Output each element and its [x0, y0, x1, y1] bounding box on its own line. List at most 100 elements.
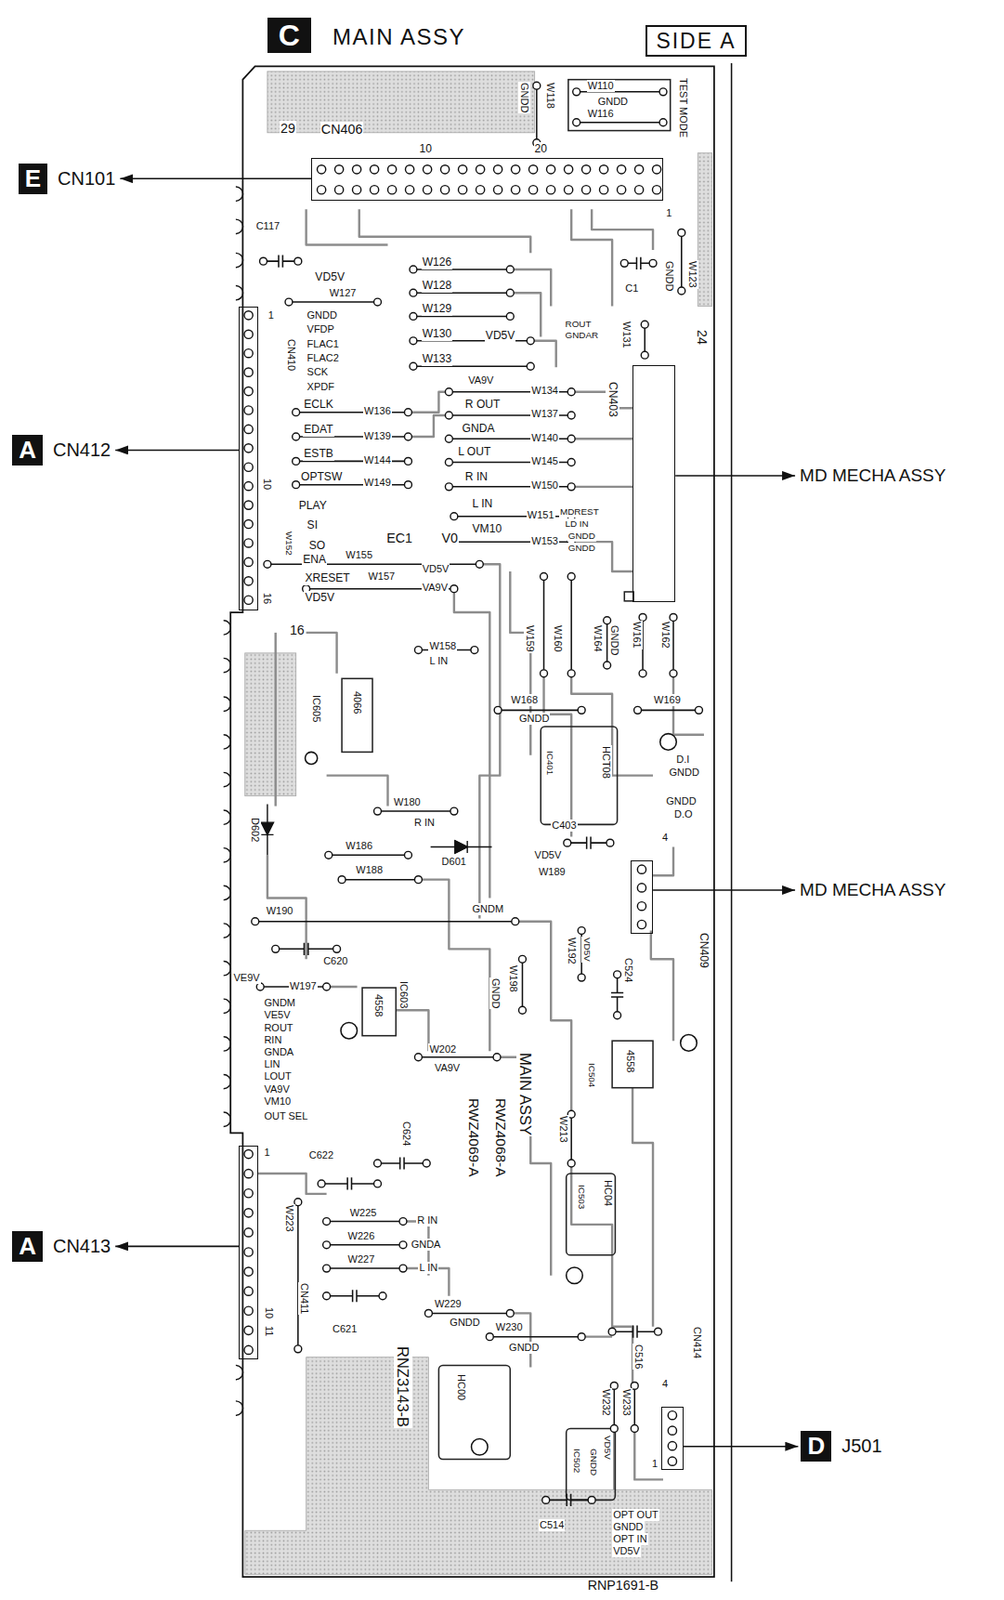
board-marking: W192 [565, 936, 578, 965]
board-marking: W159 [523, 624, 536, 653]
connector-pin [244, 1266, 253, 1276]
solder-pad [659, 118, 667, 127]
jumper-wire [543, 575, 546, 673]
board-marking: W137 [530, 407, 560, 420]
solder-pad [414, 646, 422, 654]
solder-pad [374, 807, 382, 815]
jumper-wire [326, 1243, 404, 1246]
copper-trace [652, 847, 674, 876]
ic-outline [566, 1428, 616, 1500]
board-marking: C622 [308, 1148, 335, 1161]
jumper-wire [326, 1266, 404, 1269]
board-marking: W160 [551, 624, 564, 653]
board-marking: VFDP [306, 323, 336, 336]
copper-trace [326, 775, 389, 807]
jumper-wire [497, 709, 582, 712]
solder-pad [374, 1179, 382, 1187]
connector-pin [244, 1227, 253, 1237]
board-marking: 4 [661, 831, 669, 844]
board-marking: W233 [620, 1387, 633, 1417]
solder-pad [399, 1240, 407, 1249]
perforation-mark [223, 186, 244, 1415]
board-marking: FLAC2 [306, 352, 340, 365]
connector-outline: CN414 [661, 1406, 684, 1470]
board-marking: VE5V [262, 1008, 291, 1021]
board-marking: W180 [392, 795, 422, 809]
perforation-mark [223, 771, 232, 786]
mounting-hole [305, 733, 698, 1455]
board-marking: C1 [624, 282, 639, 295]
connector-reference: J501 [839, 1434, 884, 1457]
board-marking: ROUT [564, 318, 593, 330]
board-marking: C624 [400, 1120, 413, 1147]
board-marking: W162 [659, 620, 672, 650]
solder-pad [323, 1264, 331, 1272]
copper-trace [651, 930, 674, 1042]
board-marking: C403 [550, 819, 577, 832]
solder-pad [506, 1308, 514, 1317]
solder-pad [567, 458, 575, 467]
board-marking: L OUT [456, 444, 492, 459]
board-marking: VE9V [232, 971, 261, 984]
board-marking: IC401 [544, 749, 556, 776]
diode-symbol [430, 840, 493, 853]
board-marking: 16 [260, 591, 274, 605]
jumper-wire [328, 854, 409, 857]
mounting-hole [680, 1034, 698, 1052]
connector-pin [637, 864, 646, 874]
connector-pin [244, 500, 253, 509]
capacitor-symbol [326, 1289, 383, 1302]
connector-outline: CN411 [238, 1145, 259, 1360]
ground-plane [245, 1356, 713, 1575]
board-marking: OPT OUT [612, 1508, 660, 1521]
assembly-reference: MD MECHA ASSY [797, 879, 948, 900]
connector-pin [244, 482, 253, 491]
board-marking: LD IN [564, 518, 590, 530]
jumper-wire [638, 709, 700, 712]
perforation-mark [223, 847, 232, 862]
perforation-mark [235, 286, 244, 300]
capacitor-symbol [275, 942, 338, 955]
ic-outline [568, 79, 671, 131]
board-marking: W223 [283, 1203, 296, 1233]
copper-trace [326, 985, 358, 988]
connector-pin [244, 1247, 253, 1256]
solder-pad [567, 1159, 575, 1167]
board-marking: W186 [344, 839, 374, 852]
perforation-mark [223, 998, 232, 1013]
solder-pad [422, 1159, 431, 1167]
connector-pin [370, 185, 379, 195]
connector-pin [388, 185, 397, 195]
board-outline [230, 65, 715, 1577]
jumper-wire [613, 1384, 616, 1428]
board-marking: RNP1691-B [586, 1577, 660, 1593]
leader-arrow [683, 1445, 798, 1448]
connector-pin [335, 165, 344, 174]
board-marking: W145 [530, 455, 560, 468]
board-marking: W189 [537, 865, 567, 878]
board-marking: W134 [530, 384, 560, 397]
board-marking: VM10 [471, 521, 504, 536]
solder-pad [620, 259, 628, 267]
jumper-wire [326, 1220, 404, 1223]
connector-pin [244, 1188, 253, 1198]
solder-pad [317, 1179, 326, 1187]
connector-pin [244, 1208, 253, 1217]
solder-pad [450, 807, 458, 815]
solder-pad [659, 88, 667, 96]
connector-pin [528, 165, 537, 174]
solder-pad [323, 1291, 331, 1300]
jumper-wire [672, 616, 675, 673]
solder-pad [587, 1495, 596, 1503]
board-title: MAIN ASSY [331, 24, 467, 51]
connector-pin [493, 165, 502, 174]
ic-outline [612, 1040, 653, 1088]
board-marking: 16 [288, 622, 306, 639]
board-marking: GNDD [518, 712, 550, 725]
ground-plane [245, 71, 713, 1575]
solder-pad [669, 669, 678, 678]
solder-pad [577, 1332, 586, 1341]
solder-pad [294, 257, 302, 265]
connector-pin [244, 1169, 253, 1178]
board-marking: 10 [262, 1305, 275, 1319]
